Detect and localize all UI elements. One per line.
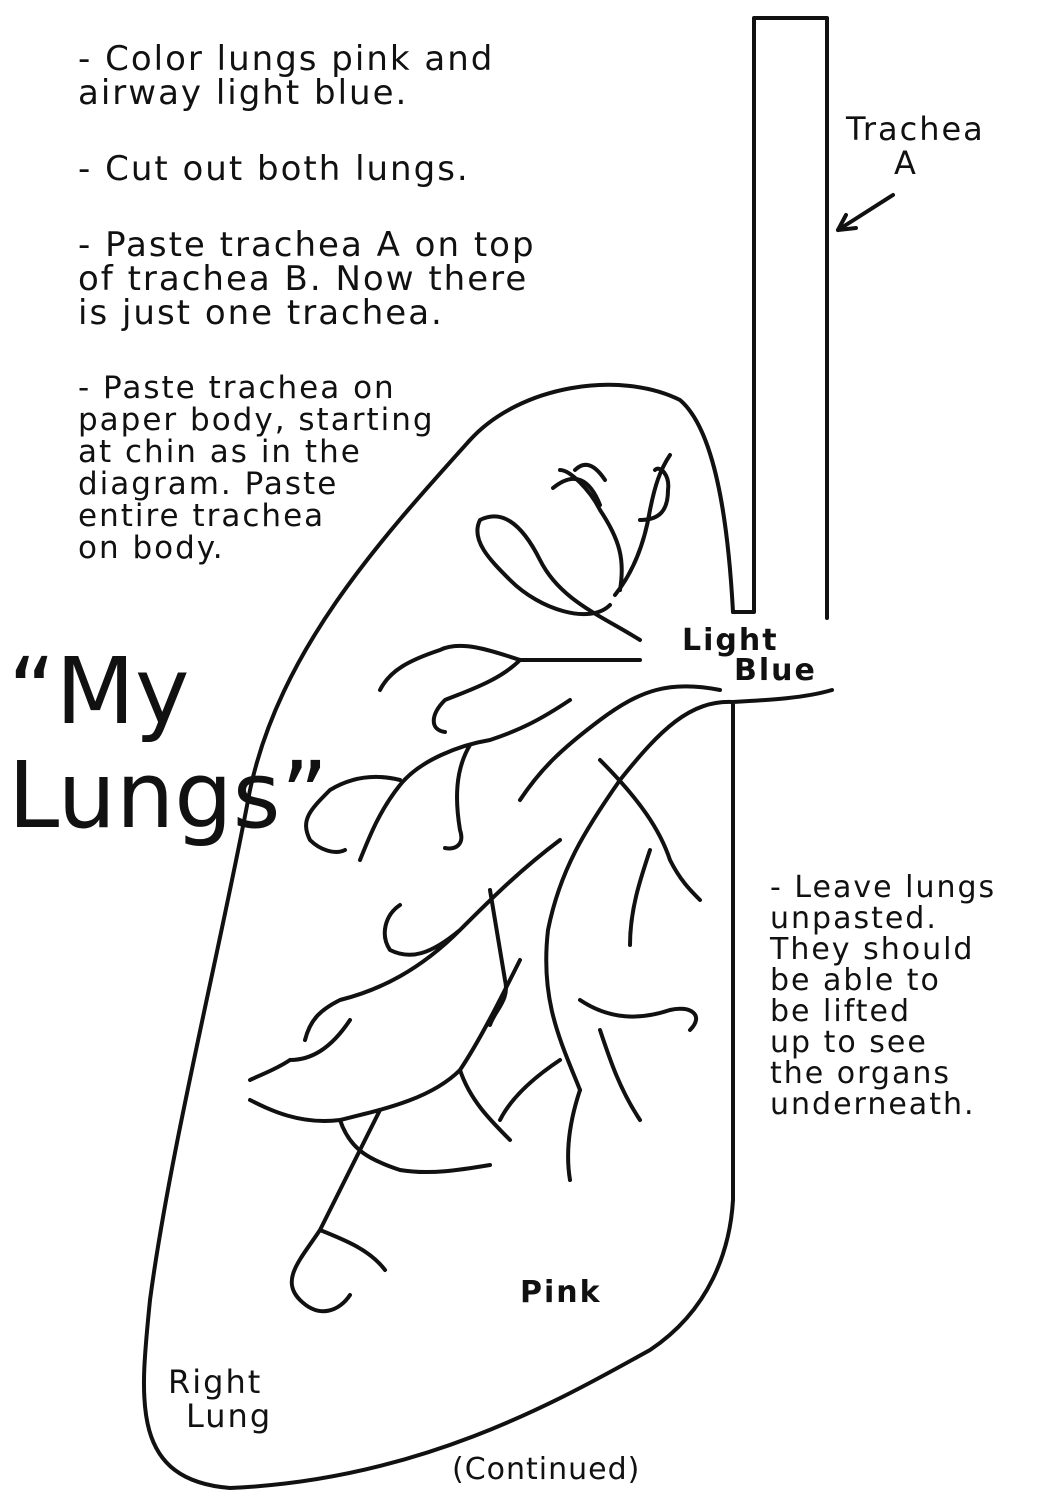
bronchus-right-2	[580, 1000, 696, 1120]
lung-label: Lung	[168, 1399, 272, 1433]
page-title: “My Lungs”	[8, 640, 328, 848]
bronchus-upper-2	[560, 455, 670, 595]
instruction-4-line-6: on body.	[78, 532, 435, 564]
right-label: Right	[168, 1365, 272, 1399]
instruction-3-line-1: - Paste trachea A on top	[78, 228, 536, 262]
instruction-1-line-1: - Color lungs pink and	[78, 42, 494, 76]
instruction-3-line-2: of trachea B. Now there	[78, 262, 536, 296]
title-line-2: Lungs”	[8, 744, 328, 848]
instruction-2-line-1: - Cut out both lungs.	[78, 152, 470, 186]
bronchus-lower-3	[292, 1110, 385, 1311]
right-note: - Leave lungs unpasted. They should be a…	[770, 872, 996, 1120]
instruction-3-line-3: is just one trachea.	[78, 296, 536, 330]
title-line-1: “My	[8, 640, 328, 744]
bronchus-lower-left	[250, 1020, 350, 1080]
instruction-3: - Paste trachea A on top of trachea B. N…	[78, 228, 536, 330]
right-note-line-8: underneath.	[770, 1089, 996, 1120]
light-label: Light	[682, 626, 817, 656]
bronchus-lower-2	[250, 960, 520, 1140]
right-note-line-5: be lifted	[770, 996, 996, 1027]
right-note-line-7: the organs	[770, 1058, 996, 1089]
instruction-4: - Paste trachea on paper body, starting …	[78, 372, 435, 564]
trachea-tube	[733, 18, 827, 618]
right-note-line-3: They should	[770, 934, 996, 965]
instruction-4-line-1: - Paste trachea on	[78, 372, 435, 404]
right-note-line-2: unpasted.	[770, 903, 996, 934]
right-note-line-1: - Leave lungs	[770, 872, 996, 903]
instruction-4-line-3: at chin as in the	[78, 436, 435, 468]
instruction-1-line-2: airway light blue.	[78, 76, 494, 110]
instruction-1: - Color lungs pink and airway light blue…	[78, 42, 494, 110]
right-lung-label: Right Lung	[168, 1365, 272, 1433]
instruction-4-line-2: paper body, starting	[78, 404, 435, 436]
blue-label: Blue	[682, 656, 817, 686]
trachea-label: Trachea A	[846, 112, 985, 180]
bronchus-main	[546, 702, 733, 1090]
trachea-label-line-2: A	[846, 146, 985, 180]
right-note-line-6: up to see	[770, 1027, 996, 1058]
bronchus-right-3	[500, 1060, 580, 1180]
light-blue-label: Light Blue	[682, 626, 817, 686]
arrow-shaft	[838, 195, 893, 230]
trachea-label-line-1: Trachea	[846, 112, 985, 146]
instruction-2: - Cut out both lungs.	[78, 152, 470, 186]
instruction-4-line-5: entire trachea	[78, 500, 435, 532]
pink-label: Pink	[520, 1278, 602, 1308]
bronchus-lower	[305, 840, 560, 1040]
right-note-line-4: be able to	[770, 965, 996, 996]
continued-label: (Continued)	[452, 1452, 640, 1487]
instruction-4-line-4: diagram. Paste	[78, 468, 435, 500]
